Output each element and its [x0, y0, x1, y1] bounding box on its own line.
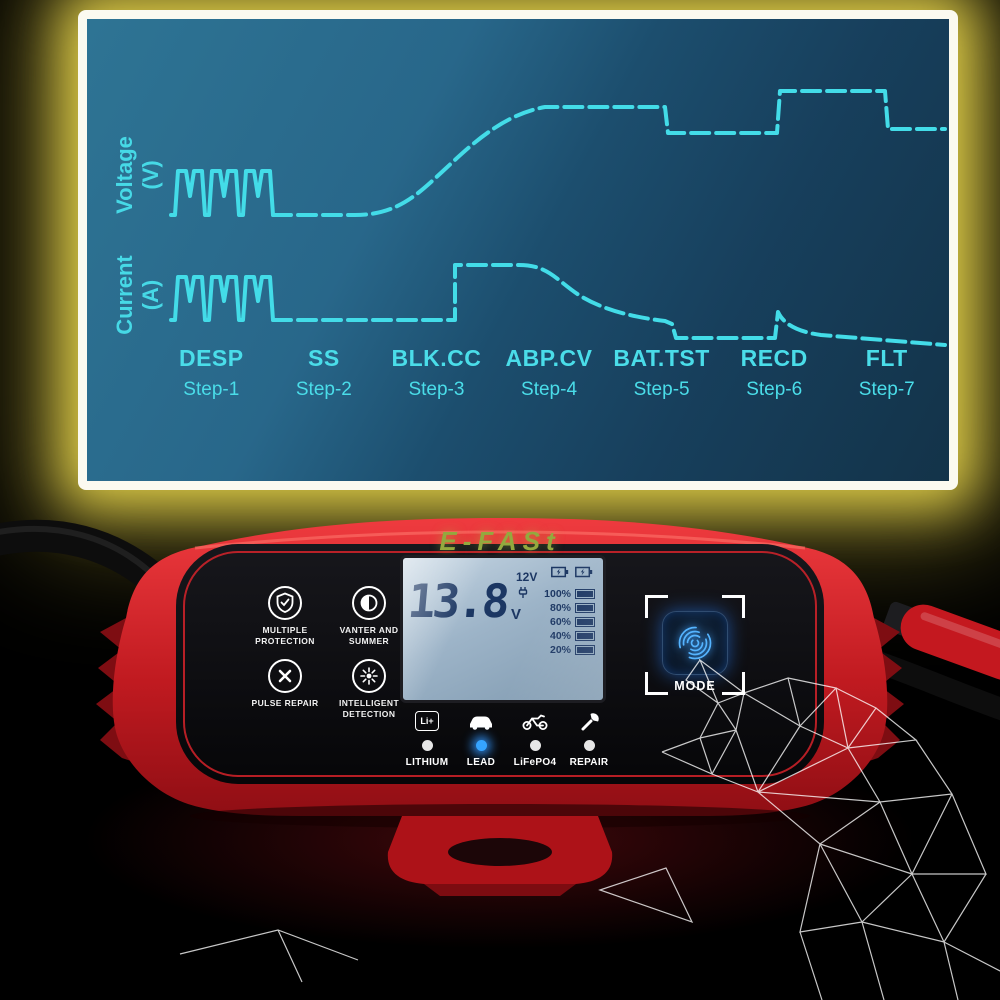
step-4: ABP.CV Step-4	[493, 345, 606, 401]
charge-percent: 100%	[544, 588, 571, 600]
step-3-name: BLK.CC	[391, 345, 482, 371]
winter-summer-icon	[352, 586, 386, 620]
step-4-name: ABP.CV	[505, 345, 593, 371]
left-cable-highlight	[0, 525, 169, 590]
step-4-number: Step-4	[521, 379, 578, 400]
current-pulses-curve	[169, 275, 275, 322]
feature-label: INTELLIGENT DETECTION	[338, 698, 400, 720]
voltage-pulses-curve	[169, 169, 275, 217]
charge-percent: 60%	[549, 616, 571, 628]
step-5-name: BAT.TST	[613, 345, 710, 371]
charge-level-row: 20%	[544, 644, 595, 656]
car-icon	[467, 708, 495, 734]
lithium-battery-icon: Li+	[415, 708, 439, 734]
fingerprint-pad[interactable]	[662, 611, 728, 675]
detection-icon	[352, 659, 386, 694]
charge-bar-segment	[575, 617, 595, 627]
current-main-curve	[271, 263, 947, 347]
mode-label: LiFePO4	[513, 757, 557, 768]
mode-lead: LEAD	[456, 708, 506, 768]
shield-icon	[268, 586, 302, 620]
charging-curves-graphic	[169, 89, 947, 347]
charge-level-list: 100% 80% 60% 40% 20%	[544, 588, 595, 656]
step-6: RECD Step-6	[718, 345, 831, 401]
stand-lip	[424, 884, 576, 896]
step-2-number: Step-2	[295, 379, 352, 400]
mode-button[interactable]: MODE	[645, 595, 745, 695]
motorcycle-icon	[521, 708, 549, 734]
charge-bar-segment	[575, 603, 595, 613]
feature-pulse-repair: PULSE REPAIR	[246, 659, 324, 720]
fingerprint-icon	[678, 626, 712, 660]
battery-icon	[575, 566, 593, 578]
charger-device: E-FASt MULTIPLE PROTECTION VANTER AND SU…	[0, 500, 1000, 1000]
body-top-highlight	[194, 530, 806, 550]
step-2: SS Step-2	[268, 345, 381, 401]
lithium-led	[421, 740, 433, 751]
voltage-unit: V	[511, 606, 522, 623]
mode-label: REPAIR	[569, 757, 609, 768]
battery-icon	[551, 566, 569, 578]
lcd-display: 13.8 V 12V 100% 80% 60% 40% 20%	[400, 555, 606, 703]
voltage-readout: 13.8	[405, 574, 510, 628]
charge-bar-segment	[575, 589, 595, 599]
bracket-top-left	[645, 595, 668, 618]
mode-button-label: MODE	[674, 679, 716, 693]
lifepo4-led	[529, 740, 541, 751]
charge-level-row: 40%	[544, 630, 595, 642]
step-1-number: Step-1	[183, 379, 240, 400]
pulse-repair-icon	[268, 659, 302, 694]
repair-led	[583, 740, 595, 751]
mode-lifepo4: LiFePO4	[510, 708, 560, 768]
feature-winter-summer: VANTER AND SUMMER	[330, 586, 408, 647]
mode-lithium: Li+ LITHIUM	[402, 708, 452, 768]
step-6-number: Step-6	[746, 379, 803, 400]
feature-grid: MULTIPLE PROTECTION VANTER AND SUMMER PU…	[246, 586, 408, 720]
feature-label: PULSE REPAIR	[251, 698, 319, 709]
wrench-icon	[578, 708, 600, 734]
bracket-top-right	[722, 595, 745, 618]
step-5-number: Step-5	[633, 379, 690, 400]
charge-percent: 20%	[549, 644, 571, 656]
charge-bar-segment	[575, 645, 595, 655]
charge-percent: 40%	[549, 630, 571, 642]
battery-type-readout: 12V	[516, 570, 538, 584]
mode-repair: REPAIR	[564, 708, 614, 768]
step-6-name: RECD	[740, 345, 808, 371]
step-7-name: FLT	[865, 345, 908, 371]
plug-icon	[517, 586, 529, 604]
battery-status-icons	[551, 566, 593, 578]
step-labels-row: DESP Step-1 SS Step-2 BLK.CC Step-3 ABP.…	[155, 345, 943, 401]
mode-indicator-row: Li+ LITHIUM LEAD LiFePO4	[402, 708, 614, 768]
mode-label: LITHIUM	[405, 757, 449, 768]
step-5: BAT.TST Step-5	[605, 345, 718, 401]
charge-level-row: 60%	[544, 616, 595, 628]
charge-bar-segment	[575, 631, 595, 641]
step-7-number: Step-7	[858, 379, 915, 400]
brand-logo: E-FASt	[439, 526, 561, 556]
lead-led	[475, 740, 487, 751]
step-2-name: SS	[308, 345, 340, 371]
feature-label: VANTER AND SUMMER	[339, 625, 399, 647]
charging-stages-chart: Voltage (V) Current (A) DESP Step-1	[87, 19, 949, 481]
chart-glow-frame: Voltage (V) Current (A) DESP Step-1	[78, 10, 958, 490]
step-3: BLK.CC Step-3	[380, 345, 493, 401]
step-3-number: Step-3	[408, 379, 465, 400]
step-1: DESP Step-1	[155, 345, 268, 401]
charge-percent: 80%	[549, 602, 571, 614]
lithium-icon-text: Li+	[415, 711, 439, 731]
step-7: FLT Step-7	[830, 345, 943, 401]
voltage-main-curve	[271, 89, 947, 217]
feature-multiple-protection: MULTIPLE PROTECTION	[246, 586, 324, 647]
feature-intelligent-detection: INTELLIGENT DETECTION	[330, 659, 408, 720]
mode-label: LEAD	[466, 757, 496, 768]
step-1-name: DESP	[178, 345, 244, 371]
charge-level-row: 100%	[544, 588, 595, 600]
charge-level-row: 80%	[544, 602, 595, 614]
feature-label: MULTIPLE PROTECTION	[255, 625, 315, 647]
stand-slot	[448, 838, 552, 866]
